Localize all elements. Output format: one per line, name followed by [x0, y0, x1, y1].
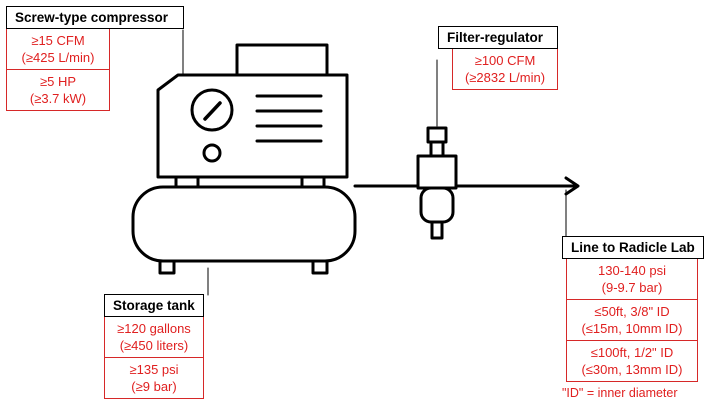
filter-drain [430, 220, 444, 240]
power-button-icon [202, 143, 222, 163]
inner-diameter-footnote: "ID" = inner diameter [562, 386, 678, 400]
tank-foot-right [311, 259, 329, 275]
filter-bowl [419, 186, 455, 224]
compressor-specs: ≥15 CFM (≥425 L/min) ≥5 HP (≥3.7 kW) [6, 29, 110, 111]
line-spec-1-2: ≤100ft, 1/2" ID (≤30m, 13mm ID) [567, 340, 697, 381]
line-spec-3-8: ≤50ft, 3/8" ID (≤15m, 10mm ID) [567, 299, 697, 340]
compressor-title: Screw-type compressor [6, 6, 184, 29]
gauge-needle [203, 101, 222, 121]
compressor-callout: Screw-type compressor ≥15 CFM (≥425 L/mi… [6, 6, 184, 111]
line-spec-pressure: 130-140 psi (9-9.7 bar) [598, 263, 666, 295]
storage-tank-specs: ≥120 gallons (≥450 liters) ≥135 psi (≥9 … [104, 317, 204, 399]
line-to-lab-specs: 130-140 psi (9-9.7 bar) ≤50ft, 3/8" ID (… [566, 259, 698, 382]
storage-tank-icon [131, 185, 357, 263]
line-to-lab-callout: Line to Radicle Lab 130-140 psi (9-9.7 b… [562, 236, 704, 382]
filter-regulator-title: Filter-regulator [438, 26, 558, 49]
compressor-handle [235, 43, 329, 77]
storage-tank-callout: Storage tank ≥120 gallons (≥450 liters) … [104, 294, 204, 399]
storage-tank-title: Storage tank [104, 294, 204, 317]
air-line-arrowhead [564, 176, 580, 196]
compressor-spec-hp: ≥5 HP (≥3.7 kW) [7, 69, 109, 110]
line-to-lab-title: Line to Radicle Lab [562, 236, 704, 259]
regulator-head [416, 154, 458, 190]
storage-tank-spec-pressure: ≥135 psi (≥9 bar) [105, 357, 203, 398]
regulator-knob [426, 126, 448, 144]
compressor-spec-cfm: ≥15 CFM (≥425 L/min) [21, 33, 95, 65]
filter-regulator-spec-cfm: ≥100 CFM (≥2832 L/min) [464, 53, 546, 85]
storage-tank-spec-volume: ≥120 gallons (≥450 liters) [117, 321, 191, 353]
tank-foot-left [158, 259, 176, 275]
regulator-neck [429, 140, 445, 158]
filter-regulator-specs: ≥100 CFM (≥2832 L/min) [452, 49, 558, 90]
filter-regulator-callout: Filter-regulator ≥100 CFM (≥2832 L/min) [438, 26, 558, 90]
